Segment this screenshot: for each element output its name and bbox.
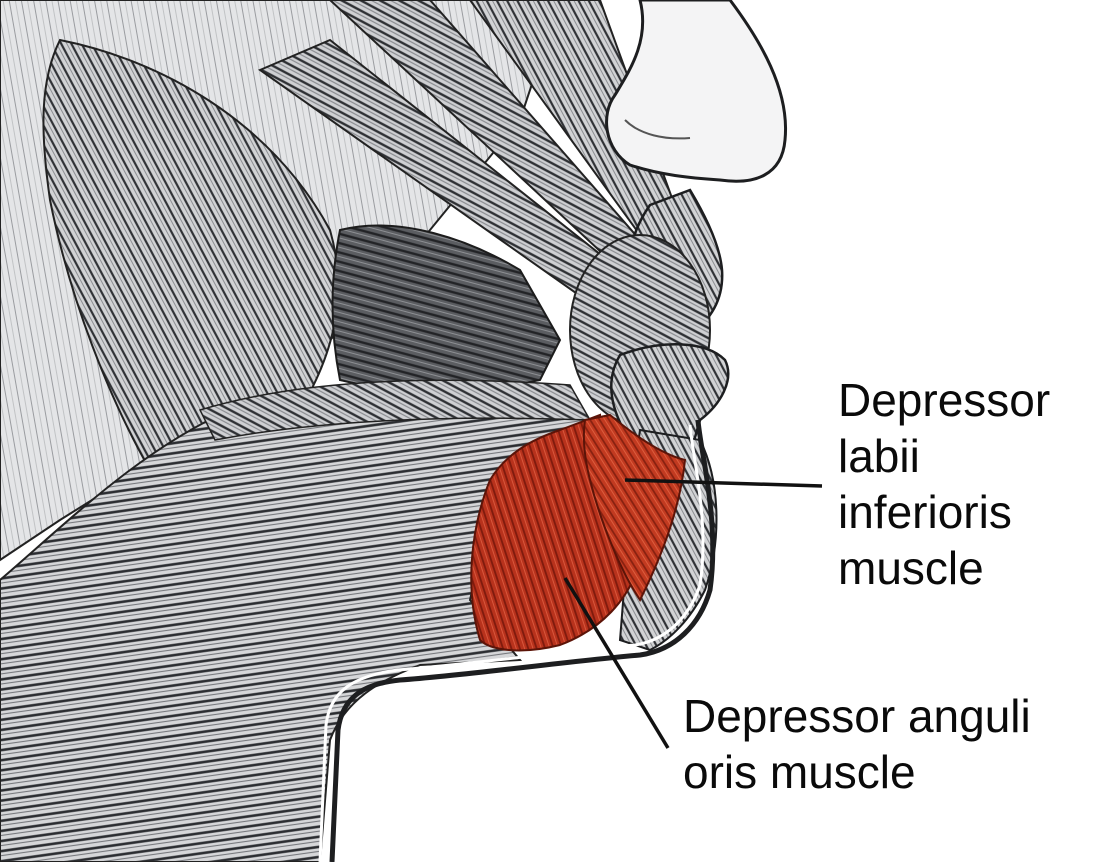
label-depressor-anguli-oris: Depressor anguli oris muscle [683, 688, 1031, 800]
label-line: muscle [838, 540, 1050, 596]
label-line: inferioris [838, 484, 1050, 540]
label-line: labii [838, 428, 1050, 484]
nose [607, 0, 786, 181]
label-line: Depressor anguli [683, 688, 1031, 744]
label-line: Depressor [838, 372, 1050, 428]
label-line: oris muscle [683, 744, 1031, 800]
label-depressor-labii-inferioris: Depressor labii inferioris muscle [838, 372, 1050, 596]
